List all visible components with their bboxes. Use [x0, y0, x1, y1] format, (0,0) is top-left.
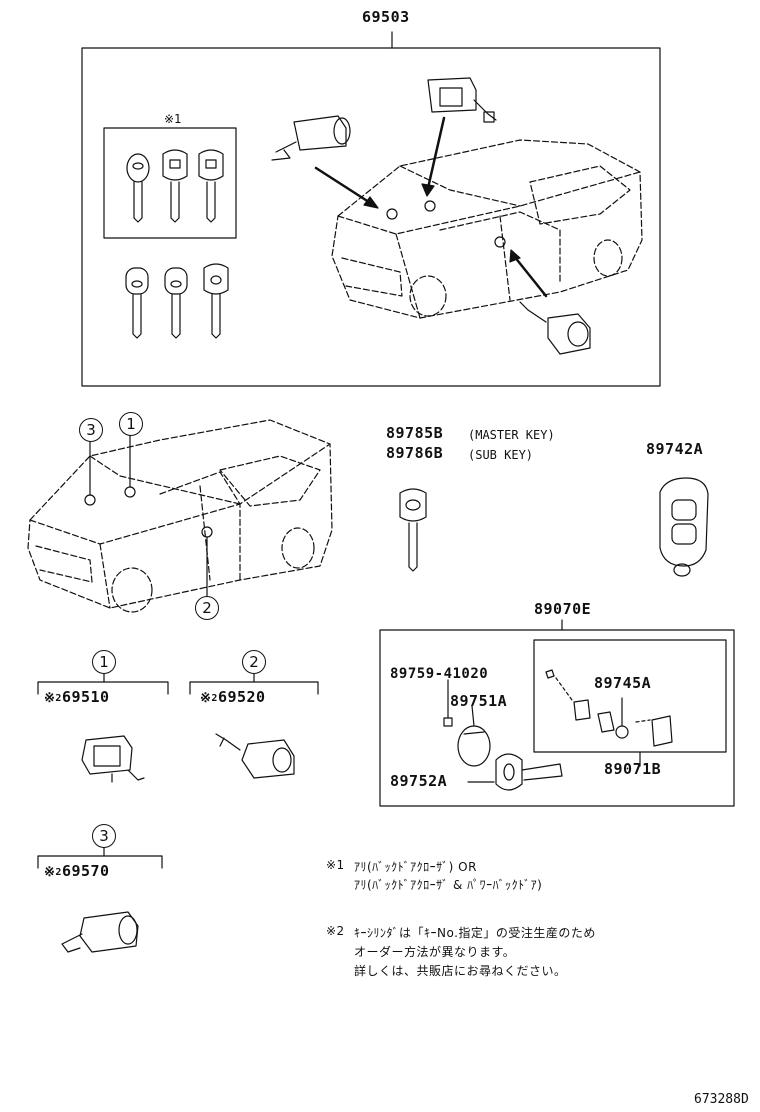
note2-line1: ｷｰｼﾘﾝﾀﾞは「ｷｰNo.指定」の受注生産のため [354, 926, 596, 940]
part-number-89742a: 89742A [646, 440, 704, 458]
van-drawing-top [331, 139, 643, 319]
note1-mark-label: ※1 [326, 858, 345, 872]
note1-line2: ｱﾘ(ﾊﾞｯｸﾄﾞｱｸﾛｰｻﾞ & ﾊﾟﾜｰﾊﾞｯｸﾄﾞｱ) [354, 878, 543, 892]
note1-line1: ｱﾘ(ﾊﾞｯｸﾄﾞｱｸﾛｰｻﾞ) OR [354, 860, 477, 874]
transmitter-frame [379, 619, 735, 807]
master-key-label: (MASTER KEY) [468, 428, 555, 442]
cyl1-group [37, 671, 169, 783]
sub-key-label: (SUB KEY) [468, 448, 534, 462]
note2-line3: 詳しくは、共販店にお尋ねください。 [354, 964, 567, 978]
key-group-standard [125, 263, 229, 339]
kit-frame [81, 31, 661, 387]
part-number-89071b: 89071B [604, 760, 662, 778]
part-number-89759-41020: 89759-41020 [390, 666, 489, 682]
illustration-id: 673288D [694, 1092, 749, 1107]
callout-2-van: 2 [195, 596, 219, 620]
part-number-69503: 69503 [362, 8, 410, 26]
master-key-drawing [399, 488, 427, 572]
callout-1-van: 1 [119, 412, 143, 436]
callout-2-group: 2 [242, 650, 266, 674]
part-number-89070e: 89070E [534, 600, 592, 618]
callout-3-van: 3 [79, 418, 103, 442]
part-number-69510: ※1※269510 [44, 688, 110, 706]
key-group-note1 [126, 149, 224, 223]
part-number-89785b: 89785B [386, 424, 444, 442]
part-number-69520: ※269520 [200, 688, 266, 706]
transmitter-parts-drawing [443, 669, 673, 791]
callout-3-group: 3 [92, 824, 116, 848]
part-number-89786b: 89786B [386, 444, 444, 462]
part-number-69570: ※269570 [44, 862, 110, 880]
van-drawing-locations [27, 419, 333, 613]
remote-drawing [659, 477, 709, 577]
cyl2-group [189, 671, 319, 779]
part-number-89752a: 89752A [390, 772, 448, 790]
door-cylinder-drawing [509, 249, 591, 355]
ignition-cylinder-drawing [271, 115, 379, 209]
callout-1-group: 1 [92, 650, 116, 674]
part-number-89751a: 89751A [450, 692, 508, 710]
backdoor-cylinder-drawing [421, 77, 497, 197]
note1-mark: ※1 [164, 112, 182, 126]
part-number-89745a: 89745A [594, 674, 652, 692]
note2-line2: オーダー方法が異なります。 [354, 945, 516, 959]
note2-mark-label: ※2 [326, 924, 345, 938]
